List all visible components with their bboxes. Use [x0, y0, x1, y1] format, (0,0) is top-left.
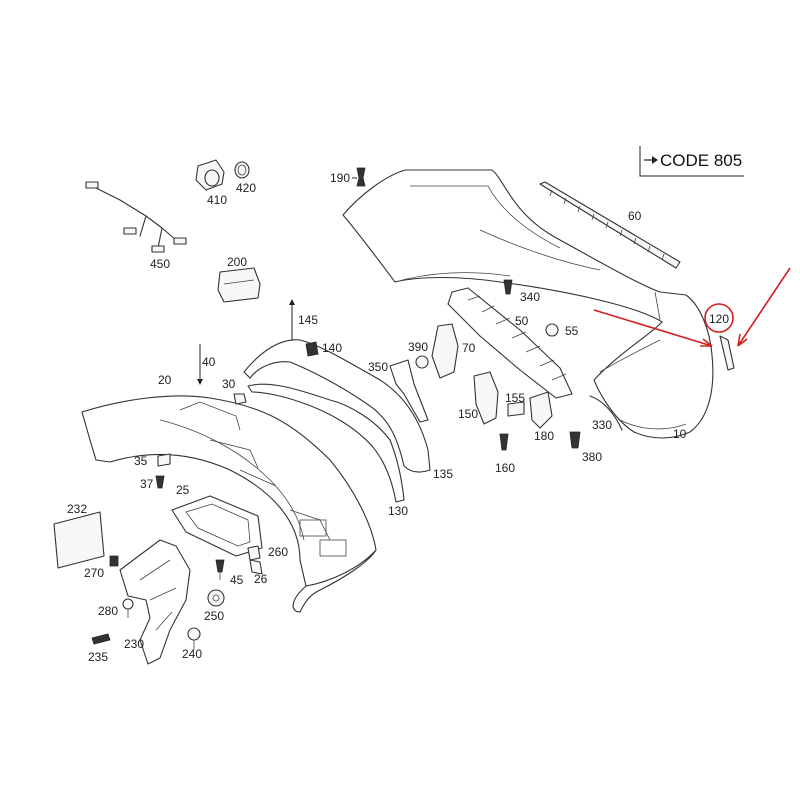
callout-420: 420: [236, 181, 256, 195]
callout-160: 160: [495, 461, 515, 475]
callout-180: 180: [534, 429, 554, 443]
reflector-120-part: [719, 335, 735, 371]
callout-410: 410: [207, 193, 227, 207]
callout-10: 10: [673, 427, 687, 441]
screw-380-part: [569, 431, 581, 449]
bracket-230-part: [119, 539, 191, 665]
absorber-50-part: [447, 287, 573, 399]
bracket-70-part: [431, 323, 459, 379]
screw-280-part: [122, 598, 134, 618]
module-part: [217, 267, 261, 303]
callout-200: 200: [227, 255, 247, 269]
callout-235: 235: [88, 650, 108, 664]
callout-120: 120: [709, 312, 729, 326]
callout-50: 50: [515, 314, 529, 328]
screw-37-part: [155, 475, 165, 489]
wiring-harness-part: [85, 181, 187, 253]
callout-190: 190: [330, 171, 350, 185]
trim-strip-part: [539, 181, 681, 269]
callout-380: 380: [582, 450, 602, 464]
nut-250-part: [207, 589, 225, 607]
trim-140-part: [243, 339, 431, 473]
callout-280: 280: [98, 604, 118, 618]
callout-140: 140: [322, 341, 342, 355]
bumper-cover-part: [342, 169, 714, 439]
callout-55: 55: [565, 324, 579, 338]
callout-135: 135: [433, 467, 453, 481]
clip-260-part: [247, 545, 261, 561]
callout-35: 35: [134, 454, 148, 468]
clip-235-part: [91, 633, 111, 645]
clip-30-part: [233, 393, 247, 405]
seal-330-part: [589, 395, 623, 431]
screw-240-part: [187, 627, 201, 650]
clip-26-part: [249, 559, 263, 575]
bracket-25-part: [171, 495, 263, 557]
callout-26: 26: [254, 572, 268, 586]
callout-390: 390: [408, 340, 428, 354]
callout-232: 232: [67, 502, 87, 516]
diffuser-part: [81, 395, 377, 613]
callout-60: 60: [628, 209, 642, 223]
callout-450: 450: [150, 257, 170, 271]
callout-270: 270: [84, 566, 104, 580]
callout-230: 230: [124, 637, 144, 651]
callout-150: 150: [458, 407, 478, 421]
callout-240: 240: [182, 647, 202, 661]
callout-340: 340: [520, 290, 540, 304]
highlight-annotation: [593, 267, 791, 347]
clip-35-part: [157, 453, 171, 467]
callout-130: 130: [388, 504, 408, 518]
callout-145: 145: [298, 313, 318, 327]
callout-350: 350: [368, 360, 388, 374]
plate-232-part: [53, 511, 105, 569]
bracket-150-part: [473, 371, 499, 425]
code-label: CODE 805: [660, 151, 742, 170]
clip-140-part: [305, 341, 319, 357]
clip-155-part: [507, 401, 525, 417]
callout-70: 70: [462, 341, 476, 355]
callout-40: 40: [202, 355, 216, 369]
nut-390-part: [415, 355, 429, 369]
callout-25: 25: [176, 483, 190, 497]
screw-160-part: [499, 433, 509, 451]
callout-37: 37: [140, 477, 154, 491]
code-box: CODE 805: [639, 146, 744, 177]
callout-250: 250: [204, 609, 224, 623]
parking-sensor-part: [195, 159, 250, 191]
callout-330: 330: [592, 418, 612, 432]
screw-45-part: [215, 559, 225, 580]
callout-20: 20: [158, 373, 172, 387]
clip-270-part: [109, 555, 119, 567]
bolt-340-part: [503, 279, 513, 295]
leader-145: [289, 299, 295, 340]
bracket-180-part: [529, 391, 553, 429]
bracket-350-part: [389, 359, 429, 423]
callout-260: 260: [268, 545, 288, 559]
callout-45: 45: [230, 573, 244, 587]
callout-30: 30: [222, 377, 236, 391]
trim-130-part: [247, 383, 405, 503]
leader-40: [197, 344, 203, 385]
clip-190-part: [356, 167, 366, 187]
callout-155: 155: [505, 391, 525, 405]
nut-55-part: [545, 323, 559, 337]
